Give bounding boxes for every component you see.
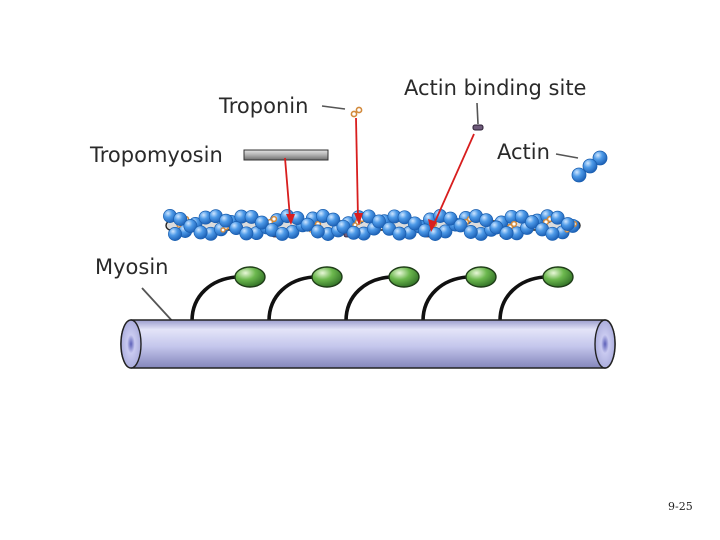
actin-bead <box>219 213 233 228</box>
actin-bead <box>392 226 407 241</box>
actin-bead <box>326 212 341 227</box>
actin-bead <box>183 219 198 233</box>
myosin-tube <box>120 319 616 369</box>
myosin-label: Myosin <box>95 255 169 279</box>
actin-bead <box>453 218 468 233</box>
myosin-head <box>344 266 420 323</box>
actin-bead <box>239 226 254 241</box>
actin-bead <box>428 227 443 241</box>
arrowhead-binding-site <box>428 219 437 232</box>
arrow-troponin <box>355 117 359 219</box>
myosin-head <box>267 266 343 323</box>
actin-bead <box>407 216 422 231</box>
myosin-head-bulb <box>542 266 574 288</box>
myosin-tube-right-end <box>594 319 616 369</box>
actin-bead <box>443 211 458 226</box>
myosin-head <box>190 266 266 323</box>
arrowhead-troponin <box>354 213 363 225</box>
actin-bead <box>168 227 182 241</box>
actin-bead <box>479 213 494 228</box>
myosin-head <box>498 266 574 323</box>
actin-bead <box>173 212 188 226</box>
actin-binding-site-label: Actin binding site <box>404 76 587 100</box>
myosin-neck <box>190 275 238 323</box>
myosin-head-bulb <box>465 266 497 288</box>
troponin-legend-marker <box>321 105 363 118</box>
actin-bead <box>550 210 565 225</box>
actin-bead <box>545 226 560 241</box>
myosin-neck <box>498 275 546 323</box>
arrow-binding-site <box>433 133 475 225</box>
actin-bead <box>372 214 386 229</box>
myosin-tube-left-end <box>120 319 142 369</box>
actin-legend-marker <box>555 150 608 183</box>
actin-bead <box>254 215 269 230</box>
pointer-arrows <box>284 117 475 232</box>
myosin-head-bulb <box>311 266 343 288</box>
actin-bead <box>560 217 575 232</box>
thin-filament <box>163 209 581 241</box>
myosin-neck <box>267 275 315 323</box>
actin-bead <box>463 225 478 239</box>
slide-number: 9-25 <box>668 500 693 513</box>
actin-bead <box>300 217 315 232</box>
tropomyosin-label: Tropomyosin <box>90 143 223 167</box>
arrowhead-tropomyosin <box>286 214 295 225</box>
myosin-filament <box>120 266 616 369</box>
actin-bead <box>336 219 351 234</box>
actin-bead <box>499 226 514 241</box>
tropomyosin-legend-bar <box>243 149 329 161</box>
myosin-heads <box>190 266 574 323</box>
actin-bead <box>193 225 208 240</box>
actin-bead <box>346 225 361 240</box>
arrow-tropomyosin <box>284 157 291 219</box>
actin-beads-front <box>168 209 575 241</box>
myosin-head-bulb <box>388 266 420 288</box>
myosin-neck <box>421 275 469 323</box>
myosin-head-bulb <box>234 266 266 288</box>
actin-bead <box>275 226 290 241</box>
troponin-label: Troponin <box>219 94 309 118</box>
actin-label: Actin <box>497 140 550 164</box>
binding-site-legend-marker <box>472 102 484 131</box>
actin-bead <box>525 215 539 230</box>
actin-bead <box>397 210 412 225</box>
actin-bead <box>310 224 325 239</box>
myosin-neck <box>344 275 392 323</box>
myosin-head <box>421 266 497 323</box>
